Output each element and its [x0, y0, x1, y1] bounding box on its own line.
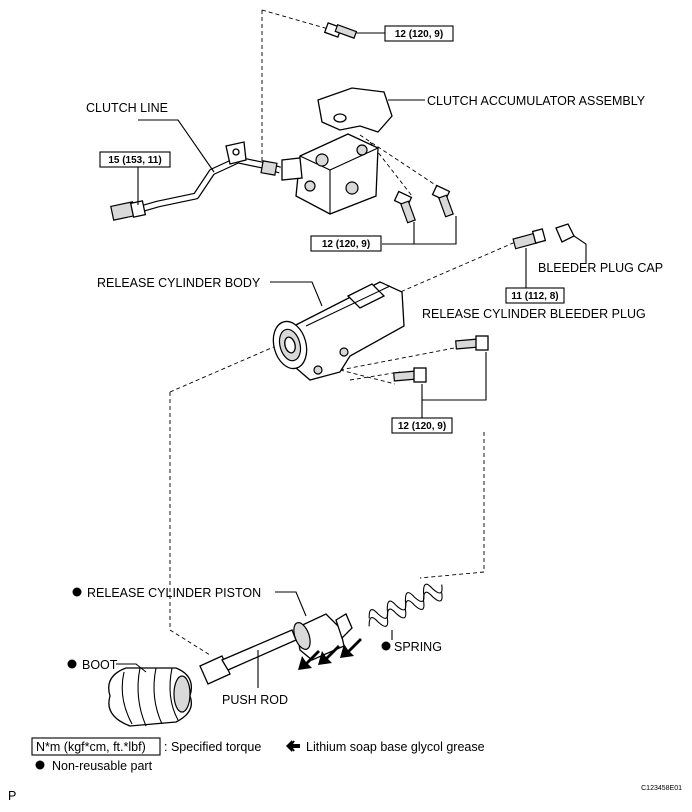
torque-box-bleeder-plug: 11 (112, 8) [505, 287, 565, 304]
torque-box-clutch-line: 15 (153, 11) [99, 151, 171, 168]
clutch-line-flare-nut [110, 200, 147, 221]
legend-grease: Lithium soap base glycol grease [306, 740, 485, 754]
release-cylinder-bolt-2 [393, 367, 427, 383]
clutch-line [129, 141, 281, 216]
label-push-rod: PUSH ROD [222, 693, 288, 707]
label-clutch-accumulator: CLUTCH ACCUMULATOR ASSEMBLY [427, 94, 646, 108]
torque-accumulator-bolts-text: 12 (120, 9) [322, 239, 370, 250]
non-reusable-dot-piston [72, 587, 82, 597]
legend-torque-desc: : Specified torque [164, 740, 261, 754]
label-bleeder-plug: RELEASE CYLINDER BLEEDER PLUG [422, 307, 646, 321]
torque-box-release-cylinder-bolts: 12 (120, 9) [391, 417, 453, 434]
figure-id: C123458E01 [641, 785, 682, 792]
legend-torque-unit: N*m (kgf*cm, ft.*lbf) [36, 740, 146, 754]
push-rod [199, 629, 297, 685]
torque-bleeder-plug-text: 11 (112, 8) [511, 291, 558, 302]
non-reusable-dot-spring [381, 641, 391, 651]
boot [108, 667, 193, 727]
label-spring: SPRING [394, 640, 442, 654]
grease-legend-arrow-icon [286, 740, 300, 752]
non-reusable-dot-boot [67, 659, 77, 669]
accumulator-bolt-1 [393, 190, 416, 224]
label-bleeder-plug-cap: BLEEDER PLUG CAP [538, 261, 663, 275]
label-piston: RELEASE CYLINDER PISTON [87, 586, 261, 600]
spring [368, 583, 443, 627]
release-cylinder-piston [293, 613, 353, 661]
non-reusable-legend-dot-icon [35, 760, 45, 770]
accumulator-bolt-2 [431, 184, 454, 218]
label-boot: BOOT [82, 658, 118, 672]
bleeder-plug-cap [555, 223, 575, 243]
bleeder-plug [512, 228, 547, 250]
torque-top-bolt-text: 12 (120, 9) [395, 29, 443, 40]
release-cylinder-bolt-1 [455, 335, 489, 351]
grease-arrows [298, 638, 362, 670]
accumulator-top-bolt [323, 22, 358, 39]
label-clutch-line: CLUTCH LINE [86, 101, 168, 115]
torque-clutch-line-text: 15 (153, 11) [108, 155, 161, 166]
legend: N*m (kgf*cm, ft.*lbf) : Specified torque… [31, 737, 485, 773]
torque-release-cylinder-bolts-text: 12 (120, 9) [398, 421, 446, 432]
legend-non-reusable: Non-reusable part [52, 759, 153, 773]
clutch-accumulator-assembly [281, 87, 393, 215]
release-cylinder-body [272, 281, 405, 381]
corner-letter: P [8, 789, 16, 803]
label-release-cylinder-body: RELEASE CYLINDER BODY [97, 276, 261, 290]
torque-box-accumulator-bolts: 12 (120, 9) [310, 235, 382, 252]
torque-box-top-bolt: 12 (120, 9) [384, 25, 454, 42]
